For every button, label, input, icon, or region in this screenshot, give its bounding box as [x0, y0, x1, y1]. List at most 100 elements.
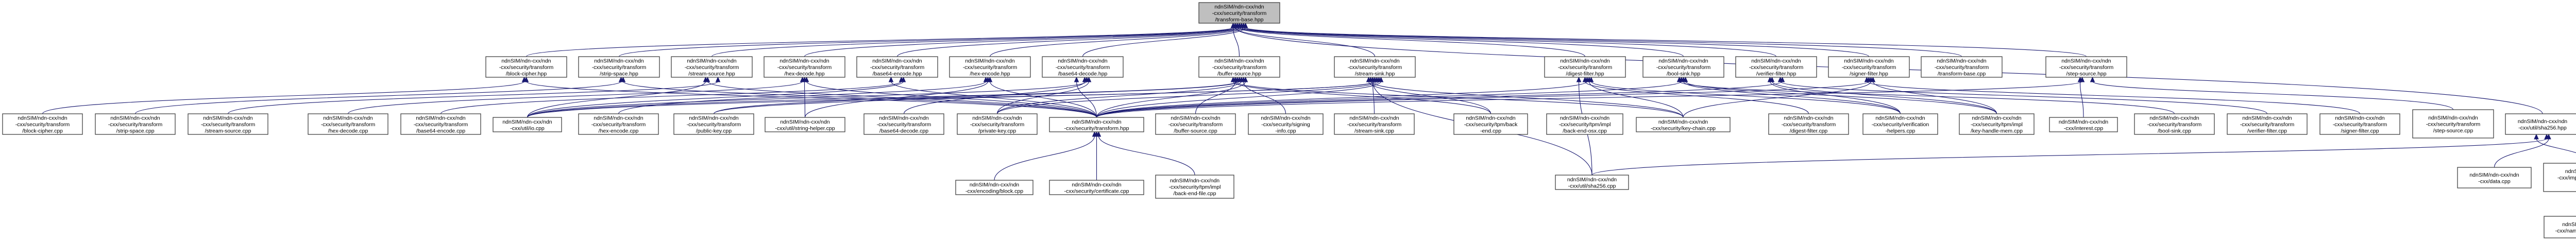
graph-node[interactable]: ndnSIM/ndn-cxx/ndn-cxx/security/transfor…: [2227, 113, 2308, 135]
graph-node[interactable]: ndnSIM/ndn-cxx/ndn-cxx/security/transfor…: [671, 56, 753, 78]
graph-node[interactable]: ndnSIM/ndn-cxx/ndn-cxx/encoding/block.cp…: [955, 180, 1033, 195]
graph-node[interactable]: ndnSIM/ndn-cxx/ndn-cxx/name-component.cp…: [2544, 216, 2576, 238]
graph-node[interactable]: ndnSIM/ndn-cxx/ndn-cxx/security/transfor…: [578, 56, 660, 78]
node-label: ndnSIM/ndn-cxx/ndn: [594, 58, 643, 64]
node-label: ndnSIM/ndn-cxx/ndn: [972, 115, 1022, 122]
node-label: /stream-source.hpp: [688, 71, 735, 77]
graph-node[interactable]: ndnSIM/ndn-cxx/ndn-cxx/security/transfor…: [1042, 56, 1124, 78]
node-label: /base64-encode.cpp: [416, 128, 465, 134]
graph-node[interactable]: ndnSIM/ndn-cxx/ndn-cxx/security/transfor…: [578, 113, 659, 135]
graph-node[interactable]: ndnSIM/ndn-cxx/ndn-cxx/security/verifica…: [1862, 113, 1938, 135]
node-label: /back-end-osx.cpp: [1563, 128, 1607, 134]
graph-node[interactable]: ndnSIM/ndn-cxx/ndn-cxx/security/transfor…: [1544, 56, 1626, 78]
graph-node[interactable]: ndnSIM/ndn-cxx/ndn-cxx/impl/name-compone…: [2543, 163, 2576, 192]
graph-node[interactable]: ndnSIM/ndn-cxx/ndn-cxx/security/transfor…: [400, 113, 481, 135]
dependency-edge: [618, 81, 987, 114]
node-box: [949, 56, 1031, 78]
root-node[interactable]: ndnSIM/ndn-cxx/ndn-cxx/security/transfor…: [1198, 2, 1280, 24]
graph-node[interactable]: ndnSIM/ndn-cxx/ndn-cxx/security/tpm/impl…: [1959, 113, 2035, 135]
node-label: /signer-filter.hpp: [1850, 71, 1888, 77]
node-box: [1636, 117, 1731, 132]
graph-node[interactable]: ndnSIM/ndn-cxx/ndn-cxx/security/transfor…: [2045, 56, 2127, 78]
node-box: [1735, 56, 1817, 78]
graph-node[interactable]: ndnSIM/ndn-cxx/ndn-cxx/data.cpp: [2457, 167, 2532, 188]
graph-node[interactable]: ndnSIM/ndn-cxx/ndn-cxx/security/transfor…: [188, 113, 268, 135]
dependency-edge: [713, 81, 1240, 114]
node-label: -cxx/security/transform.hpp: [1064, 125, 1129, 131]
graph-node[interactable]: ndnSIM/ndn-cxx/ndn-cxx/security/transfor…: [957, 113, 1038, 135]
node-label: -cxx/security/transform: [870, 64, 925, 71]
node-box: [1544, 56, 1626, 78]
graph-node[interactable]: ndnSIM/ndn-cxx/ndn-cxx/security/tpm/back…: [1453, 113, 1528, 135]
graph-node[interactable]: ndnSIM/ndn-cxx/ndn-cxx/security/signing-…: [1248, 113, 1324, 135]
graph-node[interactable]: ndnSIM/ndn-cxx/ndn-cxx/security/transfor…: [1642, 56, 1724, 78]
graph-node[interactable]: ndnSIM/ndn-cxx/ndn-cxx/security/transfor…: [95, 113, 176, 135]
node-box: [95, 113, 176, 135]
graph-node[interactable]: ndnSIM/ndn-cxx/ndn-cxx/util/io.cpp: [493, 117, 562, 132]
node-label: ndnSIM/ndn-cxx/ndn: [1560, 58, 1609, 64]
node-box: [485, 56, 567, 78]
graph-node[interactable]: ndnSIM/ndn-cxx/ndn-cxx/security/transfor…: [1735, 56, 1817, 78]
dependency-edge: [527, 81, 1088, 118]
graph-node[interactable]: ndnSIM/ndn-cxx/ndn-cxx/security/certific…: [1049, 180, 1144, 195]
dependency-edge: [711, 27, 1238, 57]
node-box: [764, 56, 845, 78]
node-label: -cxx/interest.cpp: [2064, 125, 2104, 131]
graph-node[interactable]: ndnSIM/ndn-cxx/ndn-cxx/security/transfor…: [2134, 113, 2215, 135]
graph-node[interactable]: ndnSIM/ndn-cxx/ndn-cxx/util/string-helpe…: [765, 117, 845, 132]
graph-node[interactable]: ndnSIM/ndn-cxx/ndn-cxx/security/transfor…: [1334, 113, 1415, 135]
node-label: -cxx/security/key-chain.cpp: [1651, 125, 1716, 131]
dependency-edge: [890, 81, 1097, 118]
dependency-edge: [1683, 81, 1901, 114]
node-box: [2412, 109, 2494, 139]
arrowhead-icon: [804, 76, 809, 82]
node-label: ndnSIM/ndn-cxx/ndn: [2149, 115, 2199, 122]
graph-node[interactable]: ndnSIM/ndn-cxx/ndn-cxx/security/transfor…: [1334, 56, 1416, 78]
graph-node[interactable]: ndnSIM/ndn-cxx/ndn-cxx/security/tpm/impl…: [1155, 175, 1234, 199]
graph-node[interactable]: ndnSIM/ndn-cxx/ndn-cxx/security/transfor…: [1155, 113, 1236, 135]
node-label: -cxx/name-component.cpp: [2555, 228, 2576, 234]
node-label: -cxx/security/transform: [2426, 122, 2481, 128]
graph-node[interactable]: ndnSIM/ndn-cxx/ndn-cxx/security/tpm/impl…: [1546, 113, 1623, 135]
node-label: ndnSIM/ndn-cxx/ndn: [2242, 115, 2292, 122]
node-box: [1198, 2, 1280, 24]
graph-node[interactable]: ndnSIM/ndn-cxx/ndn-cxx/security/transfor…: [863, 113, 944, 135]
graph-node[interactable]: ndnSIM/ndn-cxx/ndn-cxx/security/transfor…: [673, 113, 754, 135]
node-label: ndnSIM/ndn-cxx/ndn: [501, 58, 551, 64]
node-label: ndnSIM/ndn-cxx/ndn: [780, 119, 829, 125]
node-label: ndnSIM/ndn-cxx/ndn: [1466, 115, 1515, 122]
graph-node[interactable]: ndnSIM/ndn-cxx/ndn-cxx/security/transfor…: [485, 56, 567, 78]
graph-node[interactable]: ndnSIM/ndn-cxx/ndn-cxx/security/transfor…: [1768, 113, 1849, 135]
dependency-edge: [1780, 81, 2268, 114]
graph-node[interactable]: ndnSIM/ndn-cxx/ndn-cxx/security/transfor…: [1198, 56, 1280, 78]
node-label: -cxx/data.cpp: [2478, 178, 2511, 184]
node-label: ndnSIM/ndn-cxx/ndn: [879, 115, 928, 122]
node-label: /step-source.hpp: [2066, 71, 2106, 77]
graph-node[interactable]: ndnSIM/ndn-cxx/ndn-cxx/security/key-chai…: [1636, 117, 1731, 132]
node-label: -cxx/security/transform: [777, 64, 832, 71]
graph-node[interactable]: ndnSIM/ndn-cxx/ndn-cxx/security/transfor…: [308, 113, 388, 135]
graph-node[interactable]: ndnSIM/ndn-cxx/ndn-cxx/security/transfor…: [2, 113, 83, 135]
graph-node[interactable]: ndnSIM/ndn-cxx/ndn-cxx/security/transfor…: [949, 56, 1031, 78]
node-label: -cxx/security/transform: [321, 122, 376, 128]
graph-node[interactable]: ndnSIM/ndn-cxx/ndn-cxx/security/transfor…: [2412, 109, 2494, 139]
graph-node[interactable]: ndnSIM/ndn-cxx/ndn-cxx/interest.cpp: [2049, 117, 2118, 132]
dependency-edge: [1234, 27, 1376, 57]
graph-node[interactable]: ndnSIM/ndn-cxx/ndn-cxx/security/transfor…: [1049, 117, 1144, 132]
node-label: -cxx/security/transform: [2059, 64, 2114, 71]
graph-node[interactable]: ndnSIM/ndn-cxx/ndn-cxx/security/transfor…: [764, 56, 845, 78]
graph-node[interactable]: ndnSIM/ndn-cxx/ndn-cxx/security/transfor…: [2319, 113, 2400, 135]
graph-node[interactable]: ndnSIM/ndn-cxx/ndn-cxx/security/transfor…: [856, 56, 938, 78]
node-label: -cxx/security/transform: [1782, 122, 1836, 128]
node-box: [2319, 113, 2400, 135]
dependency-edge: [2079, 81, 2084, 118]
dependency-edge: [347, 81, 803, 114]
dependency-edge: [1591, 138, 2547, 176]
node-label: ndnSIM/ndn-cxx/ndn: [687, 58, 736, 64]
graph-node[interactable]: ndnSIM/ndn-cxx/ndn-cxx/security/transfor…: [1828, 56, 1910, 78]
dependency-edge: [2092, 81, 2454, 110]
graph-node[interactable]: ndnSIM/ndn-cxx/ndn-cxx/util/sha256.hpp: [2505, 113, 2576, 135]
graph-node[interactable]: ndnSIM/ndn-cxx/ndn-cxx/security/transfor…: [1921, 56, 2003, 78]
graph-node[interactable]: ndnSIM/ndn-cxx/ndn-cxx/util/sha256.cpp: [1555, 175, 1629, 190]
node-box: [188, 113, 268, 135]
